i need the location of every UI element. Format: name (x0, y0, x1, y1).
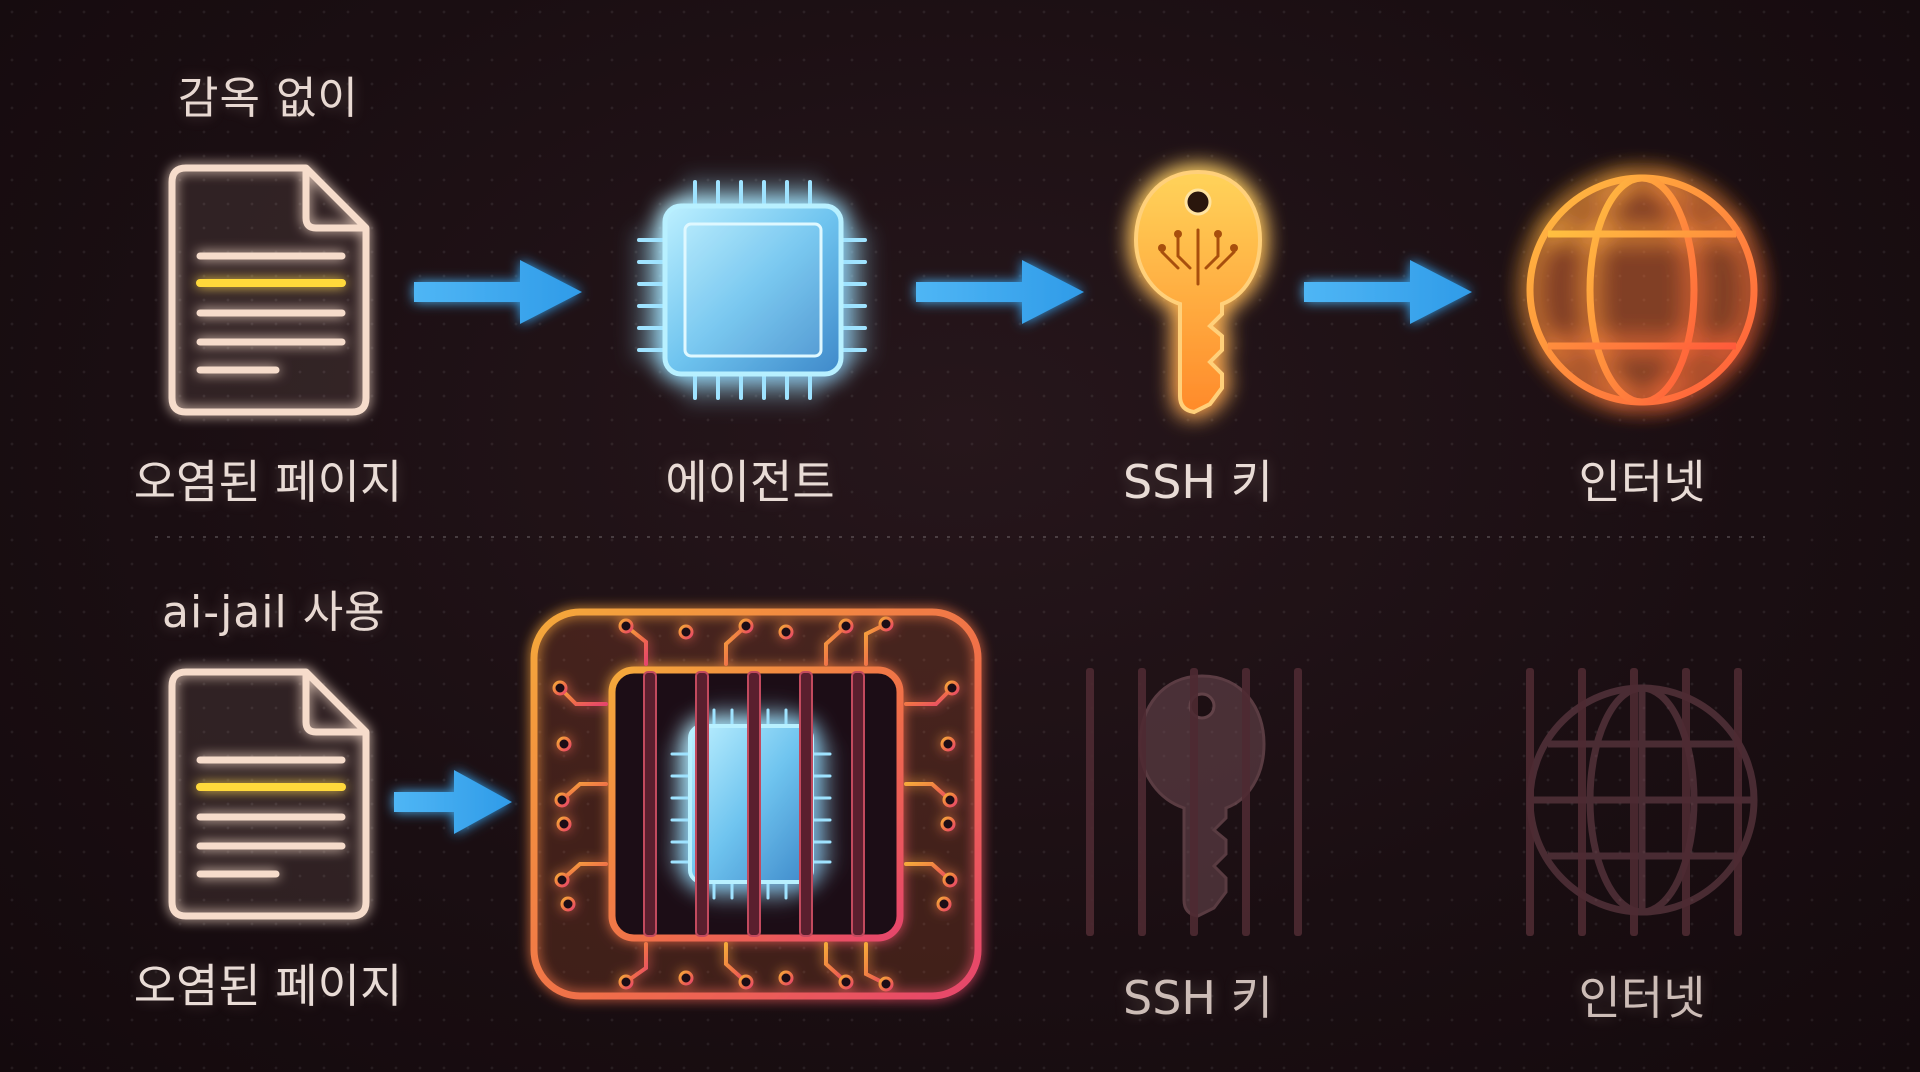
label-agent: 에이전트 (665, 455, 835, 509)
label-internet: 인터넷 (1578, 971, 1706, 1025)
jail-icon (530, 608, 982, 1000)
prison-bars-icon (643, 671, 865, 937)
key-icon (1086, 668, 1302, 936)
label-contaminated-page: 오염된 페이지 (133, 959, 403, 1013)
document-icon (168, 164, 370, 416)
key-icon (1133, 169, 1263, 415)
chip-icon (637, 180, 867, 400)
arrow-icon (414, 260, 582, 324)
globe-icon (1526, 174, 1758, 406)
label-contaminated-page: 오염된 페이지 (133, 455, 403, 509)
prison-bars-icon (1086, 668, 1302, 936)
label-ssh-key: SSH 키 (1123, 455, 1273, 509)
arrow-icon (916, 260, 1084, 324)
label-ssh-key: SSH 키 (1123, 971, 1273, 1025)
arrow-icon (1304, 260, 1472, 324)
document-icon (168, 668, 370, 920)
arrow-icon (394, 770, 512, 834)
row-title-without-jail: 감옥 없이 (178, 73, 359, 124)
row-divider (155, 536, 1765, 538)
row-title-with-jail: ai-jail 사용 (162, 587, 386, 638)
globe-icon (1526, 668, 1758, 936)
prison-bars-icon (1526, 668, 1742, 936)
label-internet: 인터넷 (1578, 455, 1706, 509)
